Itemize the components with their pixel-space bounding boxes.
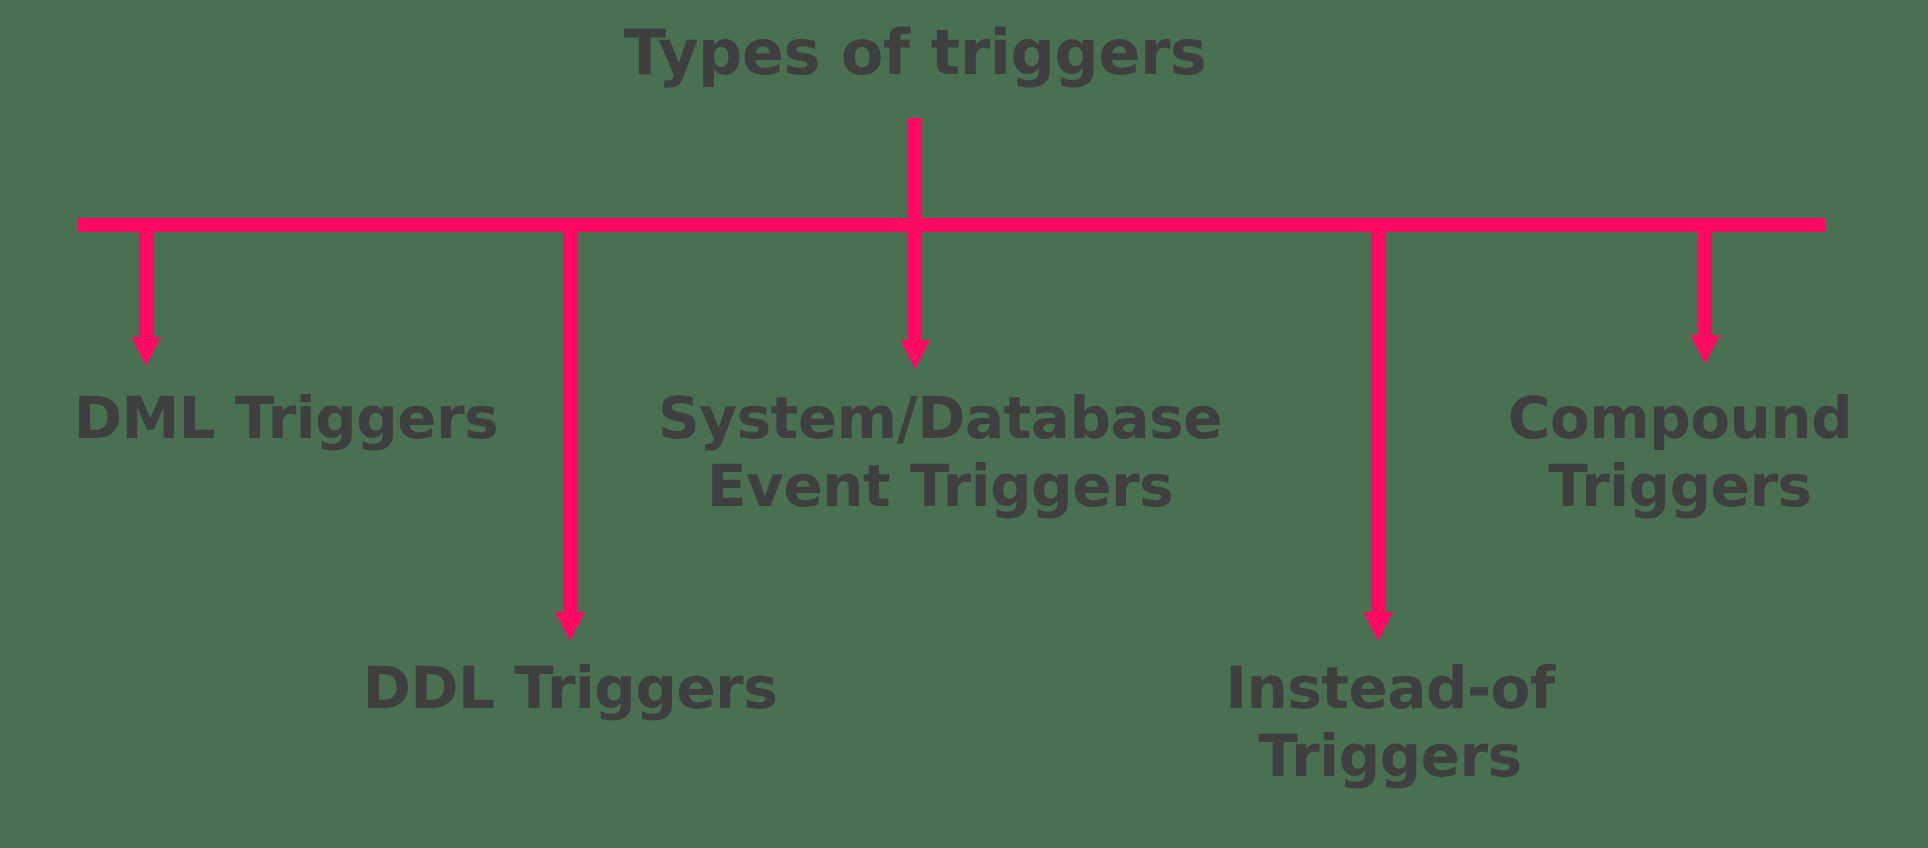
arrow-head [900, 340, 930, 369]
arrow-system-database-event [900, 118, 930, 369]
arrow-head [1363, 612, 1393, 641]
node-label-ddl: DDL Triggers [362, 654, 778, 722]
node-label-system-database-event: System/Database Event Triggers [658, 384, 1222, 521]
arrow-instead-of [1363, 228, 1393, 641]
arrow-shaft [1371, 228, 1385, 613]
arrow-shaft [908, 118, 922, 340]
node-label-compound: Compound Triggers [1507, 384, 1853, 521]
arrow-dml [131, 228, 161, 366]
diagram-title: Types of triggers [623, 16, 1207, 89]
arrow-head [131, 337, 161, 366]
arrow-head [555, 612, 585, 641]
trunk-line [78, 218, 1825, 232]
arrow-shaft [1698, 228, 1712, 335]
arrow-ddl [555, 228, 585, 641]
arrow-head [1690, 335, 1720, 364]
arrow-shaft [563, 228, 577, 613]
node-label-dml: DML Triggers [73, 384, 499, 452]
node-label-instead-of: Instead-of Triggers [1225, 654, 1555, 791]
arrow-shaft [139, 228, 153, 338]
arrow-compound [1690, 228, 1720, 364]
